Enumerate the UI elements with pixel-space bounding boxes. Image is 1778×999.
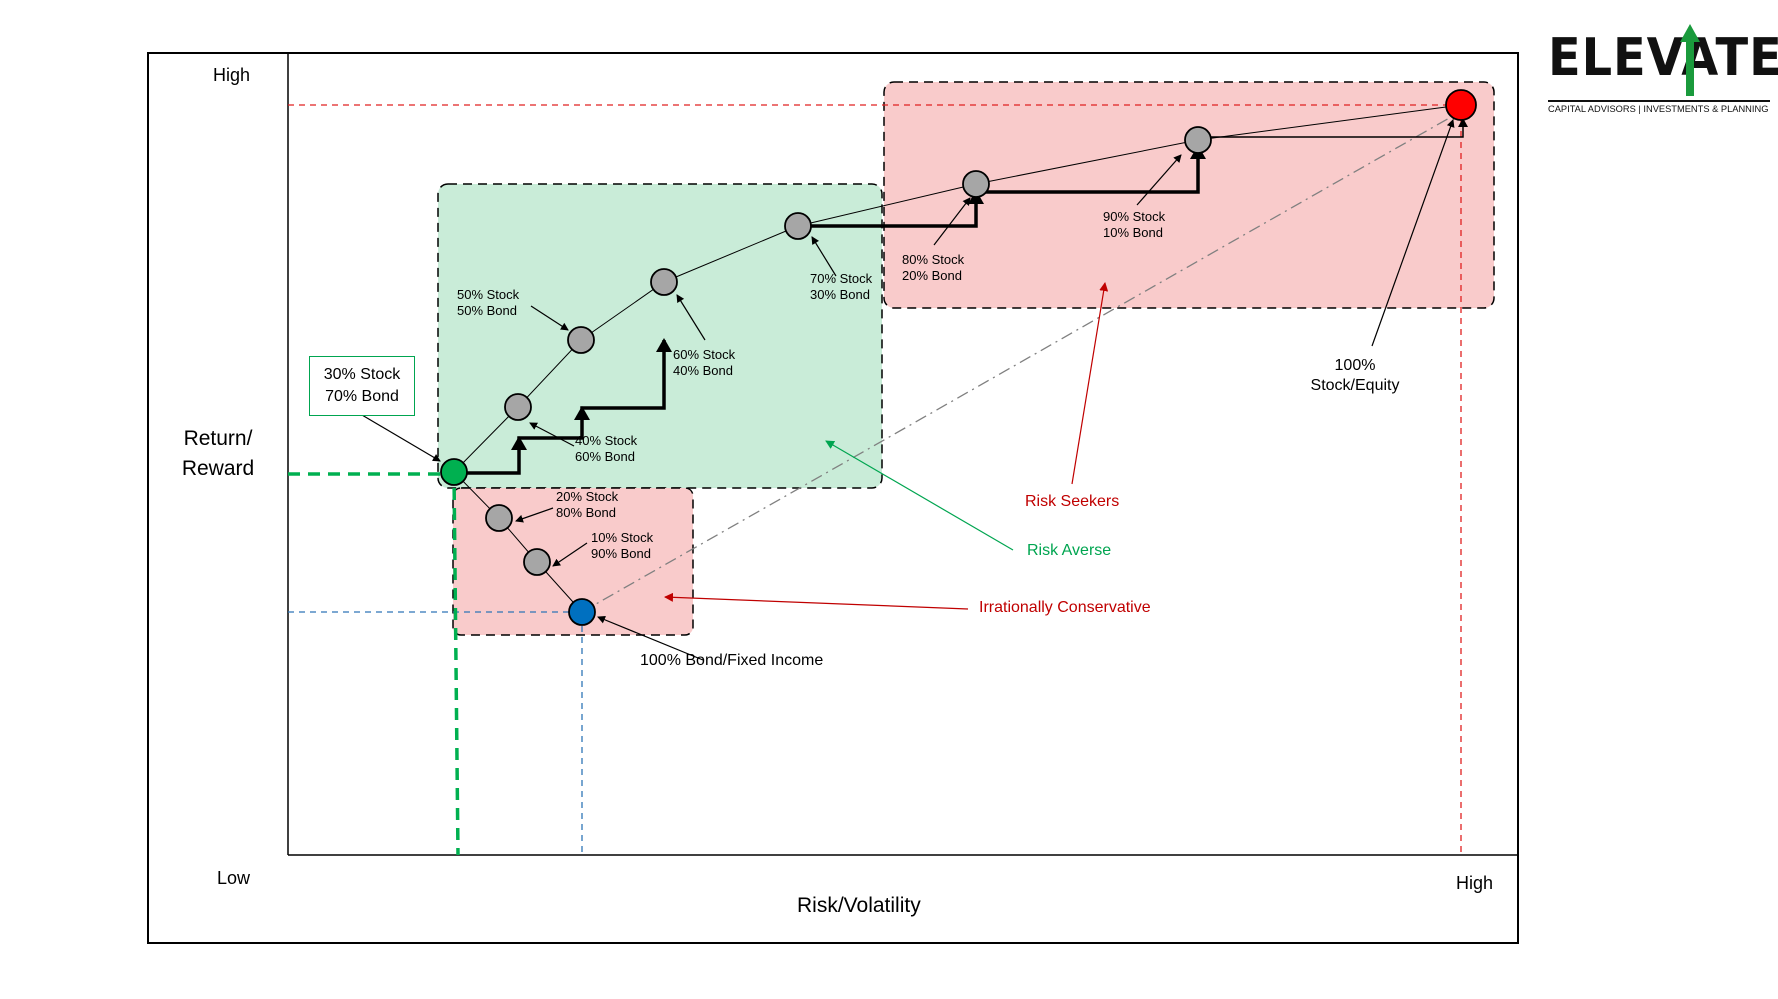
x-axis-high-label: High — [1456, 873, 1494, 893]
label-60-stock: 60% Stock 40% Bond — [673, 347, 736, 379]
risk-seekers-label: Risk Seekers — [1025, 493, 1120, 510]
y-axis-high-label: High — [213, 65, 251, 85]
elevate-logo: ELEVATE CAPITAL ADVISORS | INVESTMENTS &… — [1548, 22, 1778, 114]
pointer-irrationally-conservative — [664, 592, 969, 610]
label-10-stock: 10% Stock 90% Bond — [591, 530, 654, 562]
y-axis-title: Return/ Reward — [181, 427, 255, 481]
pointer-risk-seekers — [1071, 282, 1109, 485]
pointer-60-stock — [676, 294, 706, 341]
outer-frame — [147, 52, 1519, 944]
pointer-40-stock — [529, 422, 575, 447]
step-arrowhead — [1458, 118, 1468, 127]
trend-line — [581, 112, 1459, 613]
pointer-90-stock — [1136, 154, 1182, 206]
dot-40-stock — [504, 393, 532, 421]
dot-70-stock — [784, 212, 812, 240]
dot-80-stock — [962, 170, 990, 198]
guide-red — [288, 104, 1462, 855]
dot-100-bond — [568, 598, 596, 626]
risk-averse-label: Risk Averse — [1027, 542, 1112, 559]
pointer-20-stock — [515, 507, 554, 523]
logo-wordmark: ELEVATE — [1548, 28, 1778, 88]
label-40-stock: 40% Stock 60% Bond — [575, 433, 638, 465]
label-pointers — [361, 119, 1455, 661]
pointer-30-stock — [361, 414, 441, 462]
dot-50-stock — [567, 326, 595, 354]
guide-green — [288, 472, 460, 856]
callout-text: 30% Stock 70% Bond — [323, 365, 401, 405]
label-90-stock: 90% Stock 10% Bond — [1103, 209, 1166, 241]
pointer-risk-averse — [825, 440, 1014, 551]
dot-60-stock — [650, 268, 678, 296]
portfolio-dots — [440, 89, 1477, 626]
x-axis-title: Risk/Volatility — [797, 894, 921, 917]
dot-30-stock — [440, 458, 468, 486]
dot-10-stock — [523, 548, 551, 576]
y-axis-low-label: Low — [217, 868, 251, 888]
dot-20-stock — [485, 504, 513, 532]
label-100-stock: 100% Stock/Equity — [1310, 357, 1400, 394]
step-arrowhead — [511, 436, 527, 450]
risk-averse-zone — [437, 183, 883, 489]
guide-blue — [288, 611, 583, 855]
label-50-stock: 50% Stock 50% Bond — [457, 287, 520, 319]
irrationally-conservative-label: Irrationally Conservative — [979, 599, 1151, 616]
step-path — [454, 340, 666, 475]
label-100-bond: 100% Bond/Fixed Income — [640, 652, 824, 669]
risk-seekers-zone — [883, 81, 1495, 309]
logo-arrow-icon — [1680, 24, 1700, 96]
pointer-50-stock — [530, 305, 569, 331]
pointer-80-stock — [933, 197, 971, 246]
dot-90-stock — [1184, 126, 1212, 154]
pointer-100-stock — [1371, 119, 1455, 347]
pointer-70-stock — [811, 236, 837, 277]
step-arrowhead — [656, 338, 672, 352]
label-70-stock: 70% Stock 30% Bond — [810, 271, 873, 303]
pointer-100-bond — [597, 615, 704, 661]
callout-30-stock: 30% Stock 70% Bond — [309, 356, 415, 416]
dot-100-stock — [1445, 89, 1477, 121]
pointer-10-stock — [552, 542, 588, 567]
irrationally-conservative-zone — [452, 487, 694, 636]
label-20-stock: 20% Stock 80% Bond — [556, 489, 619, 521]
label-80-stock: 80% Stock 20% Bond — [902, 252, 965, 284]
step-arrowhead — [574, 406, 590, 420]
logo-tagline: CAPITAL ADVISORS | INVESTMENTS & PLANNIN… — [1548, 100, 1770, 114]
